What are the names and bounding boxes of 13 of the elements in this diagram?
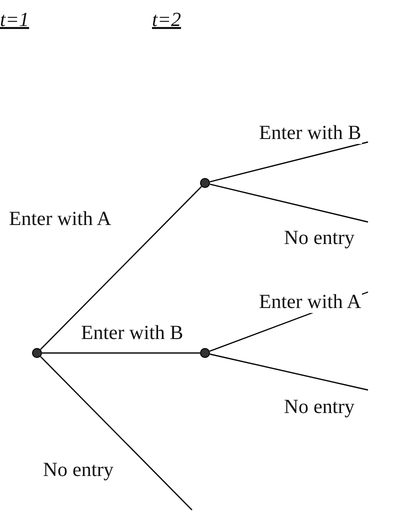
edge-label: Enter with B (258, 122, 362, 144)
time-period-label: t=1 (0, 9, 30, 31)
decision-node (200, 348, 210, 358)
branch-line (40, 186, 202, 350)
decision-node (200, 178, 210, 188)
decision-node (32, 348, 42, 358)
time-period-label: t=2 (152, 9, 182, 31)
edge-label: Enter with A (258, 291, 362, 313)
branch-line (42, 352, 200, 354)
branch-line (210, 354, 368, 391)
branch-line (210, 141, 368, 182)
branch-line (210, 184, 368, 223)
branch-line (40, 356, 192, 510)
